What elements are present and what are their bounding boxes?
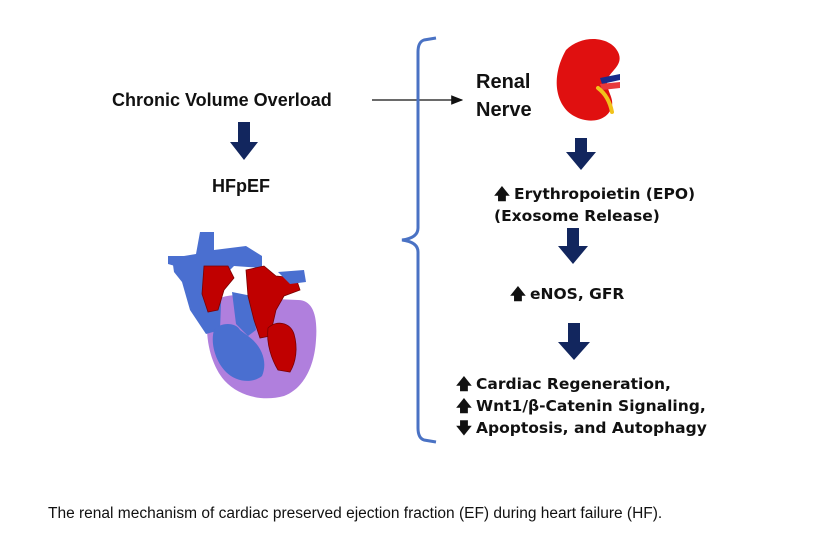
trigger-label: Chronic Volume Overload: [112, 90, 332, 110]
condition-label: HFpEF: [212, 176, 270, 196]
wnt-label: Wnt1/β-Catenin Signaling,: [476, 397, 706, 415]
renal-label-line1: Renal: [476, 71, 531, 93]
apoptosis-label: Apoptosis, and Autophagy: [476, 419, 707, 437]
renal-label-line2: Nerve: [476, 99, 532, 121]
step-enos: 🡅eNOS, GFR: [510, 283, 624, 305]
up-arrow-icon: 🡅: [456, 375, 472, 393]
renal-nerve-label: Renal Nerve: [476, 68, 532, 124]
epo-label: Erythropoietin (EPO): [514, 185, 696, 203]
up-arrow-icon: 🡅: [510, 285, 526, 303]
exosome-label: (Exosome Release): [494, 207, 660, 225]
enos-label: eNOS, GFR: [530, 285, 625, 303]
up-arrow-icon: 🡅: [456, 397, 472, 415]
down-arrow-icon: 🡇: [456, 419, 472, 437]
step-epo: 🡅Erythropoietin (EPO) (Exosome Release): [494, 183, 695, 227]
down-arrow-3: [558, 323, 590, 360]
heart-illustration: [168, 232, 317, 399]
figure-caption: The renal mechanism of cardiac preserved…: [48, 505, 663, 522]
regeneration-label: Cardiac Regeneration,: [476, 375, 671, 393]
down-arrow-2: [558, 228, 588, 264]
down-arrow-left: [230, 122, 258, 160]
curly-bracket: [401, 36, 437, 444]
up-arrow-icon: 🡅: [494, 185, 510, 203]
down-arrow-1: [566, 138, 596, 170]
kidney-illustration: [556, 38, 620, 121]
step-outcomes: 🡅Cardiac Regeneration, 🡅Wnt1/β-Catenin S…: [456, 373, 707, 439]
